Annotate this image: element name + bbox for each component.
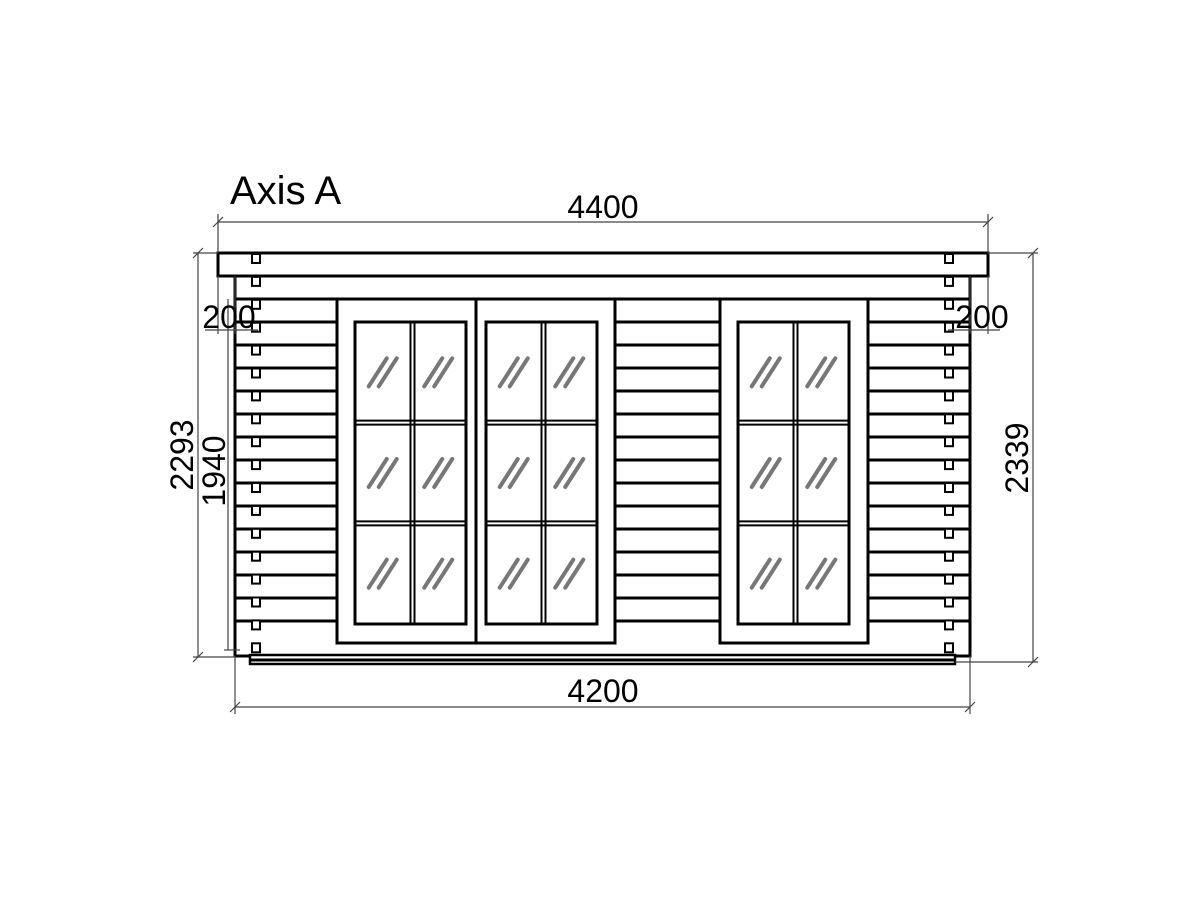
log-end — [251, 573, 261, 585]
glass-hatch — [749, 356, 772, 389]
log-end — [944, 504, 954, 516]
glass-hatch — [497, 557, 520, 590]
log-end — [944, 253, 954, 264]
log-end — [251, 482, 261, 493]
roof-board — [216, 251, 990, 278]
log-end — [251, 253, 261, 264]
glass-hatch — [507, 356, 530, 389]
glass-hatch — [563, 356, 586, 389]
log-end — [251, 298, 261, 310]
log-end — [944, 573, 954, 585]
base-plinth — [248, 653, 957, 666]
log-end — [251, 436, 261, 448]
log-end — [944, 482, 954, 493]
glass-hatch — [376, 356, 399, 389]
log-end — [944, 298, 954, 310]
log-end — [944, 344, 954, 356]
dim-base-width: 4200 — [567, 673, 638, 709]
log-end — [251, 527, 261, 539]
log-end — [944, 390, 954, 402]
glass-hatch — [749, 457, 772, 489]
door-right-glazing — [484, 320, 599, 626]
door-left-glazing — [353, 320, 468, 626]
log-end — [251, 390, 261, 402]
log-end — [251, 550, 261, 562]
dim-overall-width: 4400 — [567, 189, 638, 225]
glass-hatch — [759, 457, 782, 489]
log-end — [944, 619, 954, 631]
log-end — [944, 596, 954, 608]
log-end — [251, 504, 261, 516]
log-end — [944, 527, 954, 539]
log-end — [251, 619, 261, 631]
glass-hatch — [805, 557, 828, 590]
glass-hatch — [497, 457, 520, 489]
glass-hatch — [553, 356, 576, 389]
log-end — [251, 344, 261, 356]
log-end — [251, 596, 261, 608]
glass-hatch — [759, 557, 782, 590]
log-end — [944, 459, 954, 471]
glass-hatch — [815, 457, 838, 489]
glass-hatch — [805, 356, 828, 389]
dim-right-height: 2339 — [999, 422, 1035, 493]
glass-hatch — [563, 557, 586, 590]
log-end — [944, 275, 954, 287]
dim-left-overhang: 200 — [202, 299, 255, 335]
log-end — [251, 413, 261, 425]
glass-hatch — [422, 457, 445, 489]
drawing-title: Axis A — [230, 169, 341, 213]
log-end — [944, 367, 954, 379]
glass-hatch — [553, 557, 576, 590]
log-end — [251, 321, 261, 333]
glass-hatch — [422, 557, 445, 590]
glass-hatch — [815, 557, 838, 590]
log-end — [251, 459, 261, 471]
log-end — [944, 321, 954, 333]
log-end — [944, 413, 954, 425]
glass-hatch — [366, 557, 389, 590]
log-end — [251, 642, 261, 654]
glass-hatch — [497, 356, 520, 389]
log-ends-left — [251, 253, 261, 654]
glass-hatch — [563, 457, 586, 489]
glass-hatch — [759, 356, 782, 389]
double-door — [335, 297, 617, 645]
glass-hatch — [815, 356, 838, 389]
glass-hatch — [366, 356, 389, 389]
dim-right-overhang: 200 — [955, 299, 1008, 335]
glass-hatch — [376, 457, 399, 489]
glass-hatch — [366, 457, 389, 489]
window-glazing — [736, 320, 851, 626]
glass-hatch — [432, 356, 455, 389]
glass-hatch — [553, 457, 576, 489]
log-end — [251, 275, 261, 287]
log-end — [251, 367, 261, 379]
glass-hatch — [805, 457, 828, 489]
glass-hatch — [432, 457, 455, 489]
glass-hatch — [432, 557, 455, 590]
log-end — [944, 436, 954, 448]
glass-hatch — [749, 557, 772, 590]
dimension-lines — [192, 214, 1039, 714]
glass-hatch — [507, 557, 530, 590]
glass-hatch — [376, 557, 399, 590]
glass-hatch — [422, 356, 445, 389]
dim-left-height-outer: 2293 — [164, 419, 200, 490]
log-end — [944, 642, 954, 654]
glass-hatch — [507, 457, 530, 489]
dim-left-height-inner: 1940 — [196, 435, 232, 506]
window — [718, 297, 870, 645]
log-ends-right — [944, 253, 954, 654]
log-end — [944, 550, 954, 562]
